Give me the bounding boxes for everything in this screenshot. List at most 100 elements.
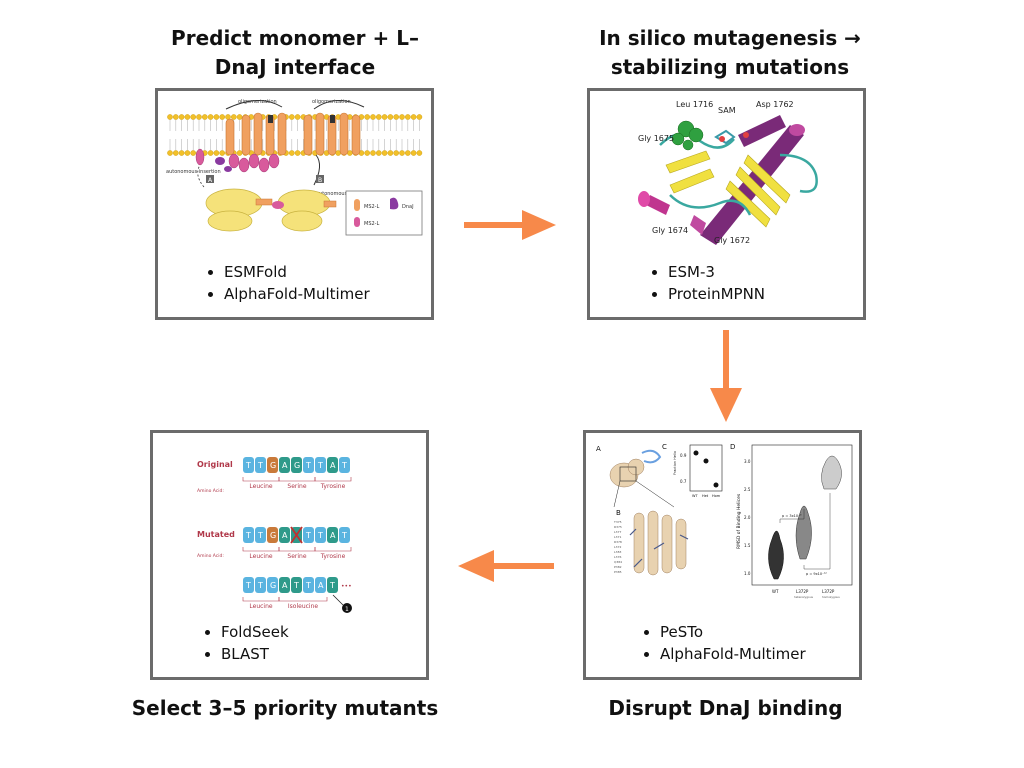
step3-title: Disrupt DnaJ binding — [608, 696, 843, 720]
codon-base-letter: T — [257, 461, 263, 470]
codon-amino-acid: Leucine — [249, 553, 273, 560]
codon-base-letter: A — [282, 581, 288, 590]
fig3-d-ytick: 2.0 — [744, 515, 751, 520]
fig1-label-insertion-2: autonomous insertion — [316, 191, 371, 197]
fig3-d-ylabel: RMSD of Binding Helices — [736, 493, 742, 549]
codon-base — [267, 577, 278, 593]
fig2-label-asp1762: Asp 1762 — [756, 100, 794, 109]
svg-text:L377: L377 — [614, 530, 621, 534]
codon-base — [339, 457, 350, 473]
fig1-label-A: A — [208, 177, 213, 184]
fig3-c-ytick-1: 0.9 — [680, 453, 687, 458]
fig3-c-xtick: Hom — [712, 494, 721, 498]
fig2-label-gly1672: Gly 1672 — [714, 236, 750, 245]
svg-text:R378: R378 — [614, 540, 622, 544]
fig1-legend-ms2-2: MS2-L — [364, 221, 379, 227]
fig2-label-gly1675: Gly 1675 — [638, 134, 674, 143]
fig3-pvalue-1: p = 3x10⁻⁶ — [782, 514, 802, 518]
svg-text:T375: T375 — [613, 520, 622, 524]
fig3-d-ytick: 1.5 — [744, 543, 751, 548]
codon-amino-acid: Tyrosine — [320, 553, 346, 560]
codon-amino-acid: Leucine — [249, 603, 273, 610]
fig1-label-insertion-1: autonomous insertion — [166, 169, 221, 175]
codon-base-letter: T — [317, 531, 323, 540]
fig3-d-xtick: L372P — [796, 589, 809, 594]
protein-structure-figure: Leu 1716 SAM Asp 1762 Gly 1675 Gly 1674 … — [630, 95, 830, 245]
codon-base — [291, 457, 302, 473]
step4-panel: Original Amino Acid: Mutated Amino Acid:… — [150, 430, 429, 680]
svg-text:P382: P382 — [614, 565, 622, 569]
codon-base — [255, 457, 266, 473]
codon-base-letter: G — [270, 581, 276, 590]
fig3-panel-B: B — [616, 509, 621, 517]
codon-base-letter: G — [270, 531, 276, 540]
fig3-panel-A: A — [596, 445, 601, 453]
codon-base — [315, 577, 326, 593]
fig3-c-point — [703, 458, 709, 464]
codon-base-letter: T — [329, 581, 335, 590]
codon-base-letter: G — [294, 461, 300, 470]
tool-item: BLAST — [203, 643, 289, 665]
fig2-label-gly1674: Gly 1674 — [652, 226, 688, 235]
codon-base-letter: T — [305, 531, 311, 540]
codon-amino-acid: Tyrosine — [320, 483, 346, 490]
codon-base — [303, 527, 314, 543]
codon-base — [327, 457, 338, 473]
fig2-label-sam: SAM — [718, 106, 736, 115]
tool-item: ESM-3 — [650, 261, 765, 283]
codon-base-letter: T — [341, 461, 347, 470]
codon-base — [279, 527, 290, 543]
svg-text:L383: L383 — [614, 550, 621, 554]
fig3-c-point — [693, 450, 699, 456]
codon-amino-label-2: Amino Acid: — [197, 553, 224, 559]
codon-base — [243, 577, 254, 593]
step1-tools: ESMFold AlphaFold-Multimer — [206, 261, 370, 305]
codon-amino-label: Amino Acid: — [197, 488, 224, 494]
svg-text:Q384: Q384 — [614, 560, 622, 564]
codon-base-letter: G — [270, 461, 276, 470]
fig3-d-xtick: L372P — [822, 589, 835, 594]
arrow-down — [710, 330, 742, 422]
codon-base-letter: T — [245, 531, 251, 540]
codon-base-letter: T — [257, 581, 263, 590]
codon-base — [279, 457, 290, 473]
codon-base — [303, 457, 314, 473]
codon-base — [243, 457, 254, 473]
codon-base — [267, 457, 278, 473]
codon-base — [267, 527, 278, 543]
step2-panel: Leu 1716 SAM Asp 1762 Gly 1675 Gly 1674 … — [587, 88, 866, 320]
arrow-right — [464, 210, 556, 240]
fig3-pvalue-2: p = 9x10⁻¹² — [806, 572, 827, 576]
fig1-legend-ms2-1: MS2-L — [364, 204, 379, 210]
codon-base-letter: A — [282, 531, 288, 540]
step4-tools: FoldSeek BLAST — [203, 621, 289, 665]
svg-text:L371: L371 — [614, 535, 621, 539]
tool-item: FoldSeek — [203, 621, 289, 643]
codon-base — [243, 527, 254, 543]
codon-mutated-label: Mutated — [197, 530, 235, 539]
step2-title: In silico mutagenesis → stabilizing muta… — [599, 26, 861, 79]
codon-ellipsis: ••• — [341, 583, 352, 590]
codon-base — [255, 527, 266, 543]
codon-original-label: Original — [197, 460, 233, 469]
fig3-violin-het — [795, 505, 812, 560]
codon-amino-acid: Serine — [287, 483, 306, 490]
fig3-c-xtick: WT — [692, 494, 698, 498]
fig3-violin-wt — [768, 530, 784, 580]
fig1-label-oligomerization-2: oligomerization — [312, 99, 351, 105]
codon-amino-acid: Leucine — [249, 483, 273, 490]
fig3-c-ytick-2: 0.7 — [680, 479, 687, 484]
tool-item: ProteinMPNN — [650, 283, 765, 305]
codon-base-letter: T — [245, 581, 251, 590]
step1-panel: oligomerization oligomerization autonomo… — [155, 88, 434, 320]
fig3-d-xsub: homozygous — [822, 595, 840, 599]
codon-base — [315, 527, 326, 543]
fig3-d-ytick: 3.0 — [744, 459, 751, 464]
fig1-legend-dnaj: DnaJ — [402, 204, 414, 210]
fig3-panel-C: C — [662, 443, 667, 451]
codon-amino-acid: Isoleucine — [288, 603, 318, 610]
membrane-oligomerization-figure: oligomerization oligomerization autonomo… — [164, 95, 426, 243]
codon-base-letter: A — [318, 581, 324, 590]
